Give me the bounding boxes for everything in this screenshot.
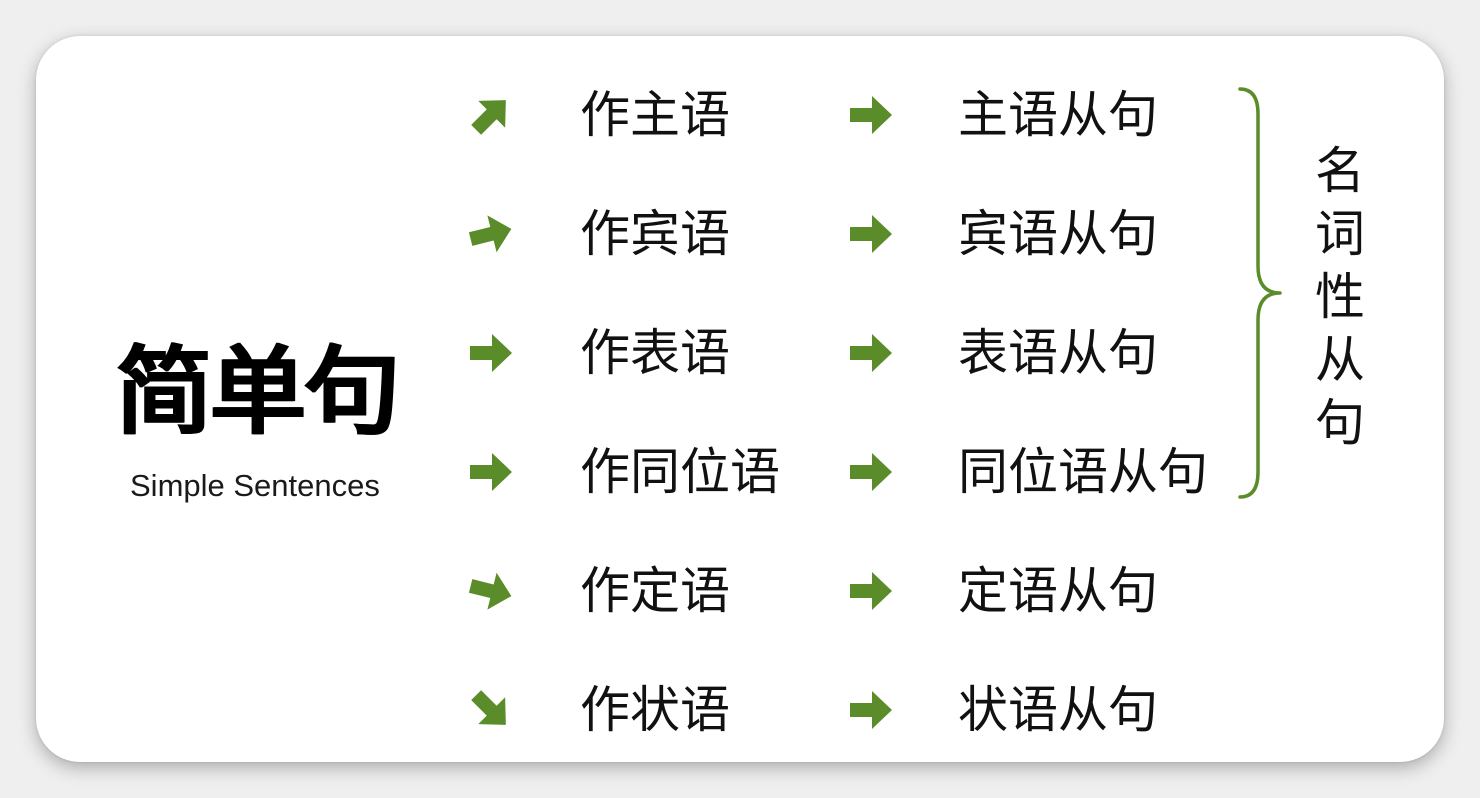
row-object: 作宾语 宾语从句	[0, 194, 1480, 274]
arrow-right-icon	[848, 92, 894, 138]
group-label-char: 词	[1315, 205, 1365, 263]
role-label: 作主语	[580, 86, 730, 144]
arrow-right-icon	[848, 568, 894, 614]
group-label-char: 句	[1315, 394, 1365, 452]
row-attributive: 作定语 定语从句	[0, 551, 1480, 631]
arrow-right-icon	[848, 687, 894, 733]
row-predicative: 作表语 表语从句	[0, 313, 1480, 393]
arrow-right-icon	[848, 449, 894, 495]
diagram-card	[36, 36, 1444, 762]
curly-brace-icon	[1238, 87, 1282, 499]
clause-label: 同位语从句	[958, 443, 1208, 501]
arrow-down-right-icon	[468, 687, 514, 733]
group-label-char: 名	[1315, 142, 1365, 200]
role-label: 作定语	[580, 562, 730, 620]
arrow-slight-down-icon	[468, 568, 514, 614]
role-label: 作状语	[580, 681, 730, 739]
clause-label: 宾语从句	[958, 205, 1158, 263]
arrow-slight-up-icon	[468, 211, 514, 257]
arrow-right-icon	[848, 330, 894, 376]
arrow-up-right-icon	[468, 92, 514, 138]
arrow-right-icon	[848, 211, 894, 257]
role-label: 作表语	[580, 324, 730, 382]
arrow-right-icon	[468, 449, 514, 495]
main-title: 简单句	[116, 335, 400, 448]
main-subtitle: Simple Sentences	[130, 468, 380, 503]
clause-label: 表语从句	[958, 324, 1158, 382]
clause-label: 定语从句	[958, 562, 1158, 620]
role-label: 作同位语	[580, 443, 780, 501]
clause-label: 状语从句	[958, 681, 1158, 739]
arrow-right-icon	[468, 330, 514, 376]
row-appositive: 作同位语 同位语从句	[0, 432, 1480, 512]
noun-clause-group-label: 名 词 性 从 句	[1310, 140, 1370, 455]
role-label: 作宾语	[580, 205, 730, 263]
row-subject: 作主语 主语从句	[0, 75, 1480, 155]
group-label-char: 从	[1315, 331, 1365, 389]
group-label-char: 性	[1315, 268, 1365, 326]
row-adverbial: 作状语 状语从句	[0, 670, 1480, 750]
clause-label: 主语从句	[958, 86, 1158, 144]
